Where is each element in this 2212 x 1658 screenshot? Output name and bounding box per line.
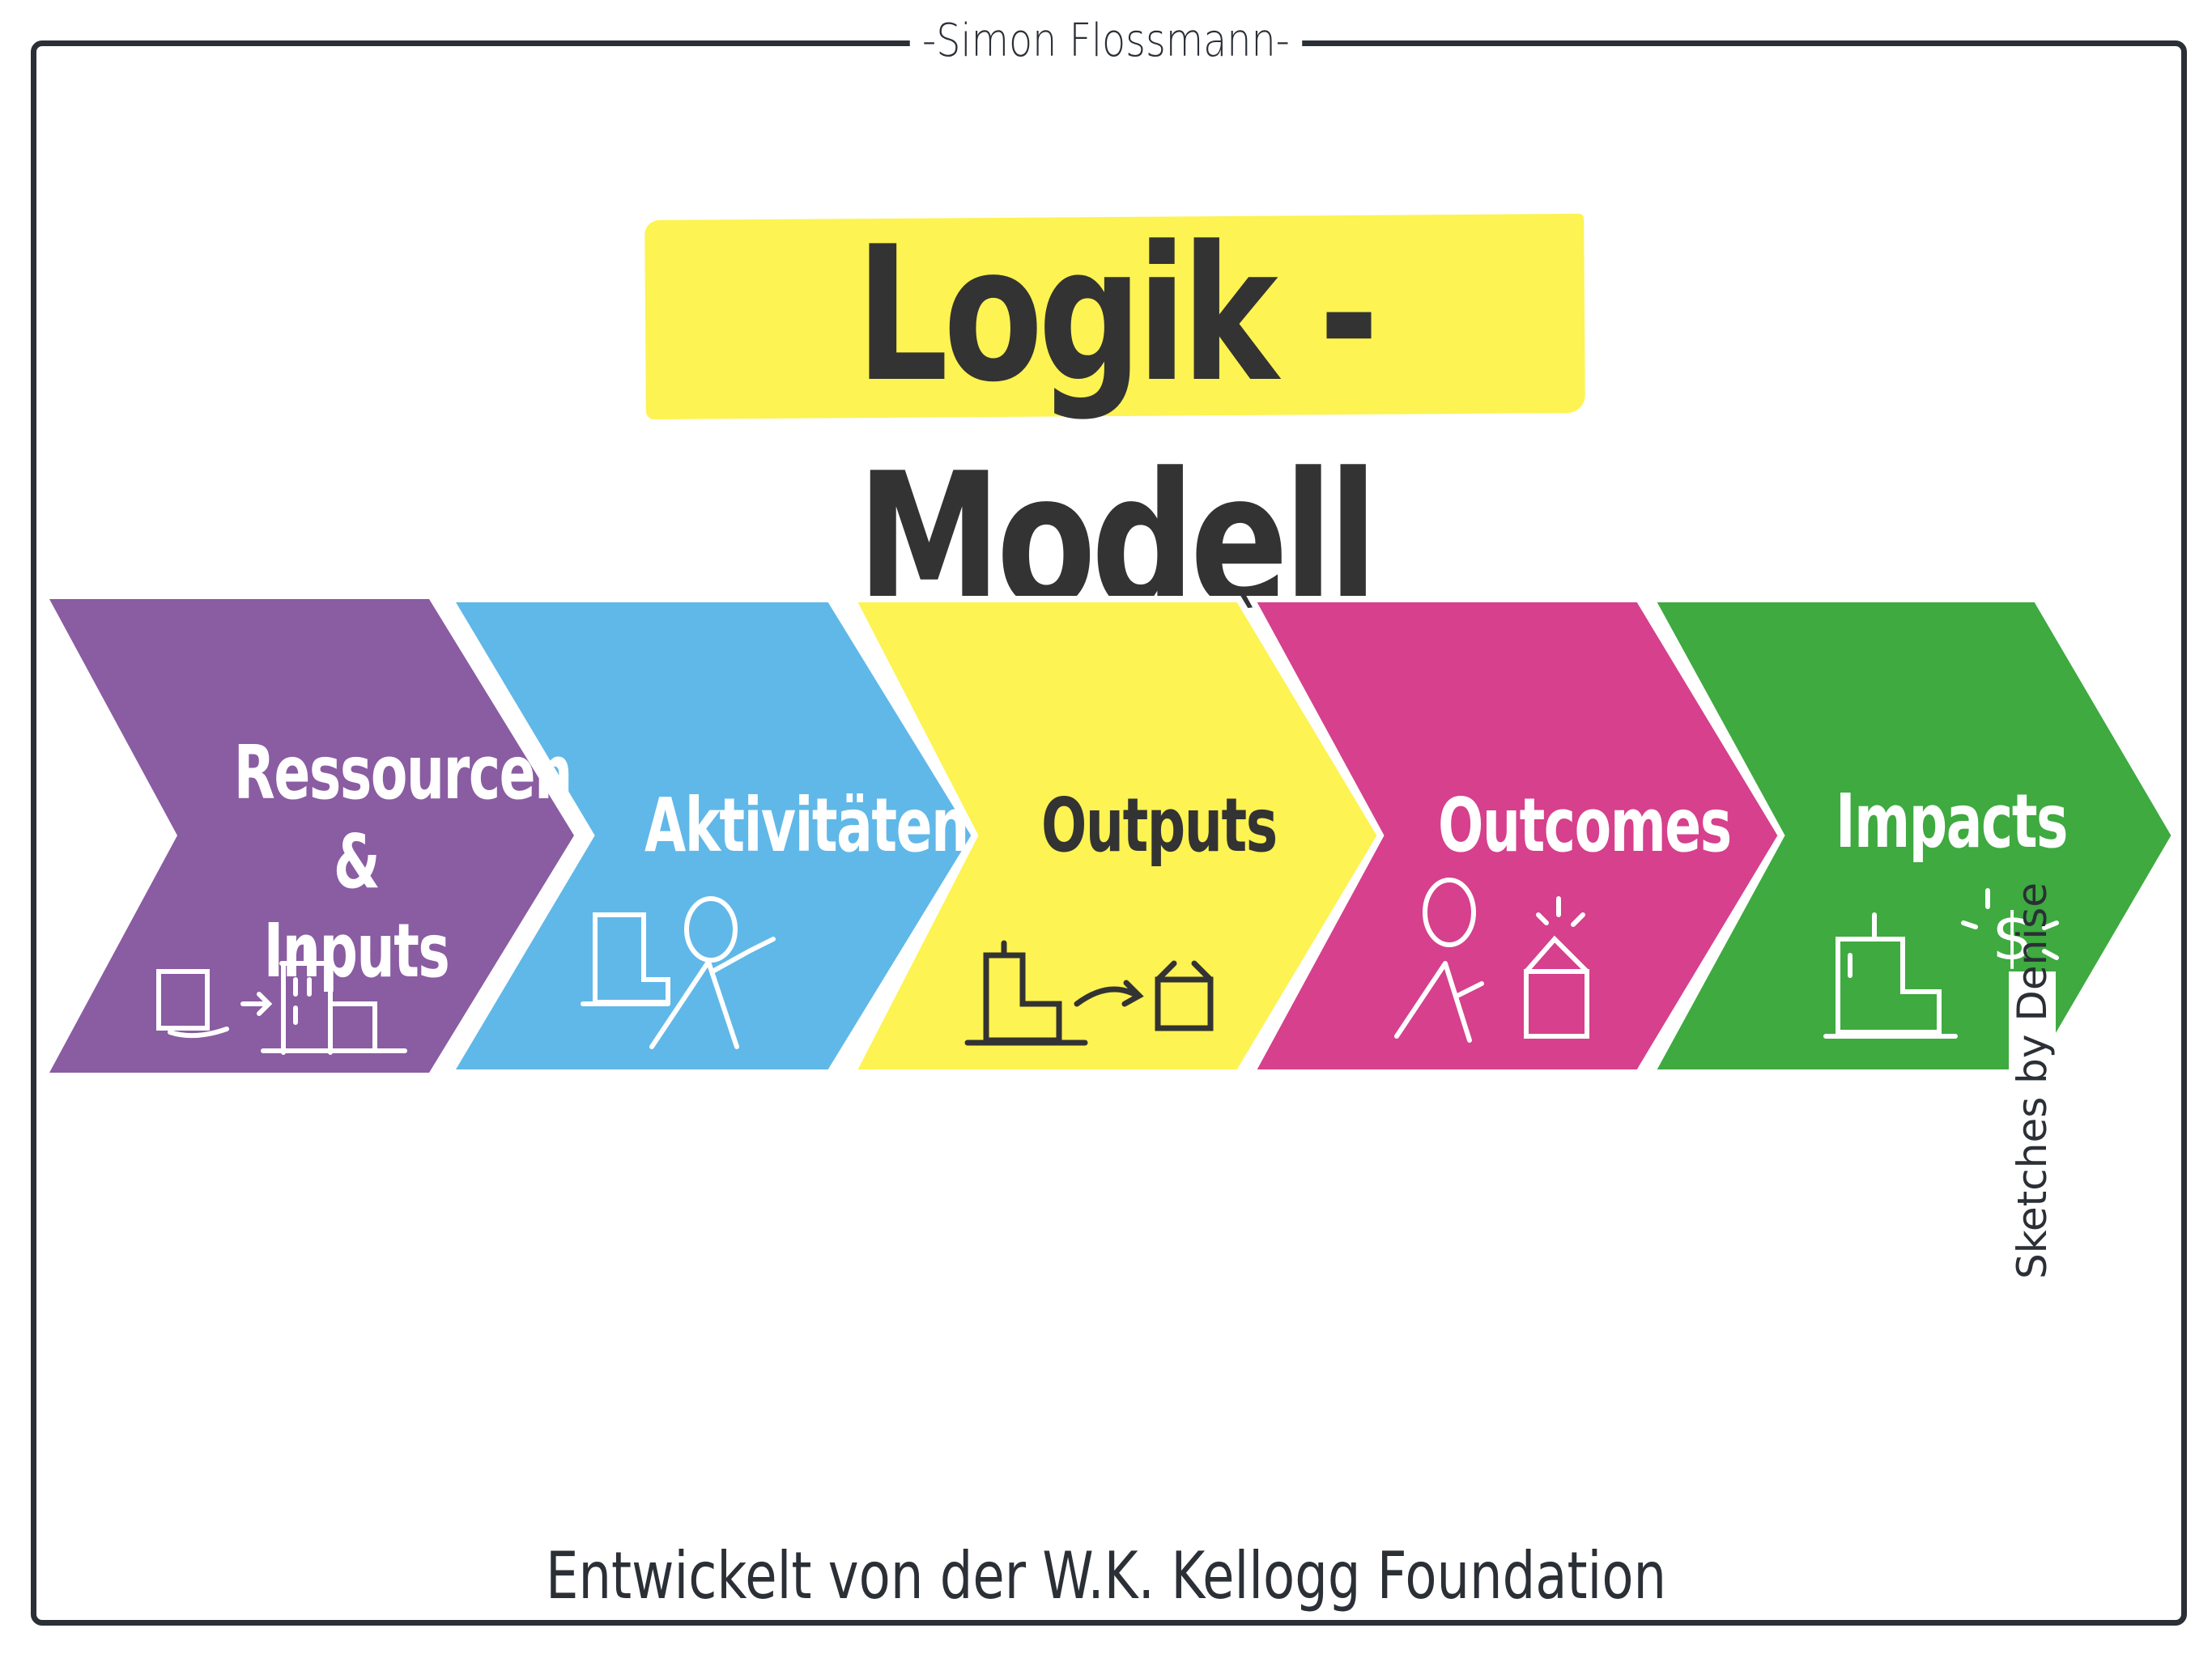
side-credit: Sketches by Denise (2009, 882, 2056, 1279)
svg-text:$: $ (1992, 899, 2033, 975)
author-credit: -Simon Flossmann- (0, 15, 2212, 67)
step-label-resources: Ressourcen & Inputs (233, 729, 573, 996)
person-with-box-icon (1394, 878, 1589, 1043)
money-to-building-icon (156, 937, 407, 1055)
footer-text: Entwickelt von der W.K. Kellogg Foundati… (545, 1538, 1667, 1613)
building-to-box-icon (964, 940, 1214, 1046)
author-text: -Simon Flossmann- (909, 15, 1303, 67)
chevron-activities (444, 596, 979, 1076)
step-label-outcomes: Outcomes (1438, 782, 1732, 869)
person-working-icon (581, 896, 776, 1049)
step-label-line: & Inputs (263, 818, 450, 994)
step-label-outputs: Outputs (1041, 782, 1278, 869)
chevron-resources (49, 599, 574, 1073)
step-label-activities: Aktivitäten (644, 782, 969, 869)
chevron-outcomes (1246, 596, 1785, 1076)
footer-credit: Entwickelt von der W.K. Kellogg Foundati… (0, 1538, 2212, 1613)
building-with-dollar-icon: $ (1823, 888, 2059, 1039)
step-label-line: Ressourcen (233, 729, 573, 816)
step-label-impacts: Impacts (1835, 778, 2069, 865)
